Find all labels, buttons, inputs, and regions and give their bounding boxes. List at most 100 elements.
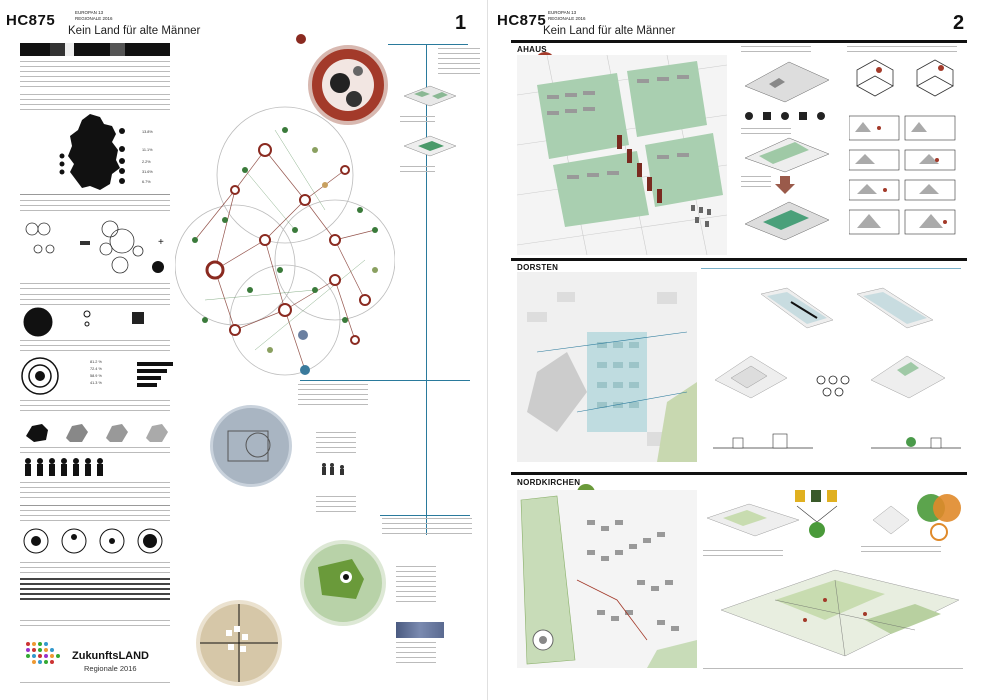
competition-meta: EUROPAN 13 REGIONALE 2016 (75, 10, 113, 22)
divider (20, 505, 170, 506)
network-diagram (175, 106, 395, 376)
stats-left-dots (59, 153, 65, 175)
meta-line: REGIONALE 2016 (548, 16, 586, 21)
connector-line (300, 380, 470, 381)
ahaus-floorplan-grid (849, 115, 956, 235)
concept-circles-row (23, 528, 163, 554)
section-text (741, 176, 771, 190)
ahaus-building-diagram-b (916, 59, 954, 97)
project-code: HC875 (6, 12, 56, 29)
body-text (20, 200, 170, 214)
isometric-block-2 (403, 135, 457, 157)
ahaus-icon-row (745, 112, 825, 120)
page-number: 1 (455, 12, 467, 34)
bubble-diagram: + (25, 220, 164, 274)
nordkirchen-axonometric-1 (706, 503, 800, 537)
manifesto-text (20, 578, 170, 600)
body-text (20, 482, 170, 502)
beige-circle-crosshair (200, 604, 278, 682)
section-text (703, 550, 783, 560)
body-text (20, 620, 170, 630)
meta-line: EUROPAN 13 (548, 10, 577, 15)
table-value: 58.9 % (90, 374, 102, 378)
nordkirchen-venn (917, 494, 961, 541)
section-title-dorsten: DORSTEN (517, 263, 559, 272)
arrow-down-icon (775, 176, 795, 194)
side-text (396, 566, 436, 606)
stat-value: 31.6% (142, 170, 153, 174)
intro-text (20, 94, 170, 112)
logo-brand: ZukunftsLAND (72, 650, 149, 662)
concentric-diagram (21, 357, 173, 395)
board-panel-1: HC875 EUROPAN 13 REGIONALE 2016 Kein Lan… (0, 0, 488, 700)
stat-value: 2.2% (142, 160, 151, 164)
section-bar (511, 472, 967, 475)
side-text (400, 166, 435, 176)
germany-map (68, 114, 120, 190)
section-text (741, 128, 791, 134)
dorsten-section-left (713, 433, 813, 449)
zukunftsland-logo-mark (26, 642, 60, 664)
connector-line (701, 268, 961, 269)
side-text (400, 116, 435, 126)
density-circle-diagram (23, 307, 144, 337)
ahaus-axonometric-3 (744, 201, 830, 241)
table-value: 72.4 % (90, 367, 102, 371)
intro-text (20, 61, 170, 91)
header-image-strip (20, 43, 170, 56)
table-value: 41.3 % (90, 381, 102, 385)
body-text (20, 447, 170, 455)
village-plan-detail (322, 59, 374, 111)
svg-text:+: + (158, 237, 164, 248)
nordkirchen-site-map (517, 490, 697, 668)
dorsten-axonometric-4 (870, 355, 946, 399)
board-title: Kein Land für alte Männer (68, 25, 201, 37)
ahaus-axonometric-2 (744, 137, 830, 173)
section-text (861, 546, 941, 556)
dorsten-people-circles (816, 375, 850, 397)
ahaus-axonometric-1 (744, 61, 830, 103)
side-text (316, 496, 356, 516)
dorsten-section-right (871, 437, 961, 449)
body-text (20, 340, 170, 352)
ahaus-house-icons (691, 205, 711, 227)
body-text (20, 510, 170, 524)
side-text (396, 642, 436, 664)
competition-meta: EUROPAN 13 REGIONALE 2016 (548, 10, 586, 22)
small-people-icons (322, 463, 344, 475)
people-silhouettes (25, 458, 103, 476)
body-text (20, 283, 170, 291)
footer-text (20, 682, 170, 686)
connector-line (426, 45, 427, 535)
project-code: HC875 (497, 12, 547, 29)
ahaus-site-map (517, 55, 727, 255)
side-text (438, 48, 480, 76)
dorsten-axonometric-1 (760, 287, 834, 329)
dorsten-axonometric-3 (714, 355, 788, 399)
section-title-nordkirchen: NORDKIRCHEN (517, 478, 581, 487)
logo-subtitle: Regionale 2016 (84, 664, 137, 673)
section-text (741, 46, 811, 52)
grey-circle-plan-detail (227, 430, 271, 462)
body-text (20, 294, 170, 306)
dorsten-axonometric-2 (856, 287, 934, 329)
section-bar (511, 258, 967, 261)
body-text (20, 400, 170, 414)
connector-line (380, 515, 470, 516)
page-number: 2 (953, 12, 965, 34)
stats-dots (119, 128, 125, 184)
stat-value: 11.1% (142, 148, 153, 152)
green-circle-plan-detail (318, 559, 364, 599)
stat-value: 6.7% (142, 180, 151, 184)
meta-line: REGIONALE 2016 (75, 16, 113, 21)
dorsten-site-map (517, 272, 697, 462)
stat-value: 13.8% (142, 130, 153, 134)
node-marker (296, 34, 306, 44)
section-title-ahaus: AHAUS (517, 45, 547, 54)
node-marker (298, 330, 308, 340)
connector-line (388, 44, 468, 45)
table-value: 81.2 % (90, 360, 102, 364)
side-text (298, 384, 368, 406)
meta-line: EUROPAN 13 (75, 10, 104, 15)
divider (20, 194, 170, 195)
